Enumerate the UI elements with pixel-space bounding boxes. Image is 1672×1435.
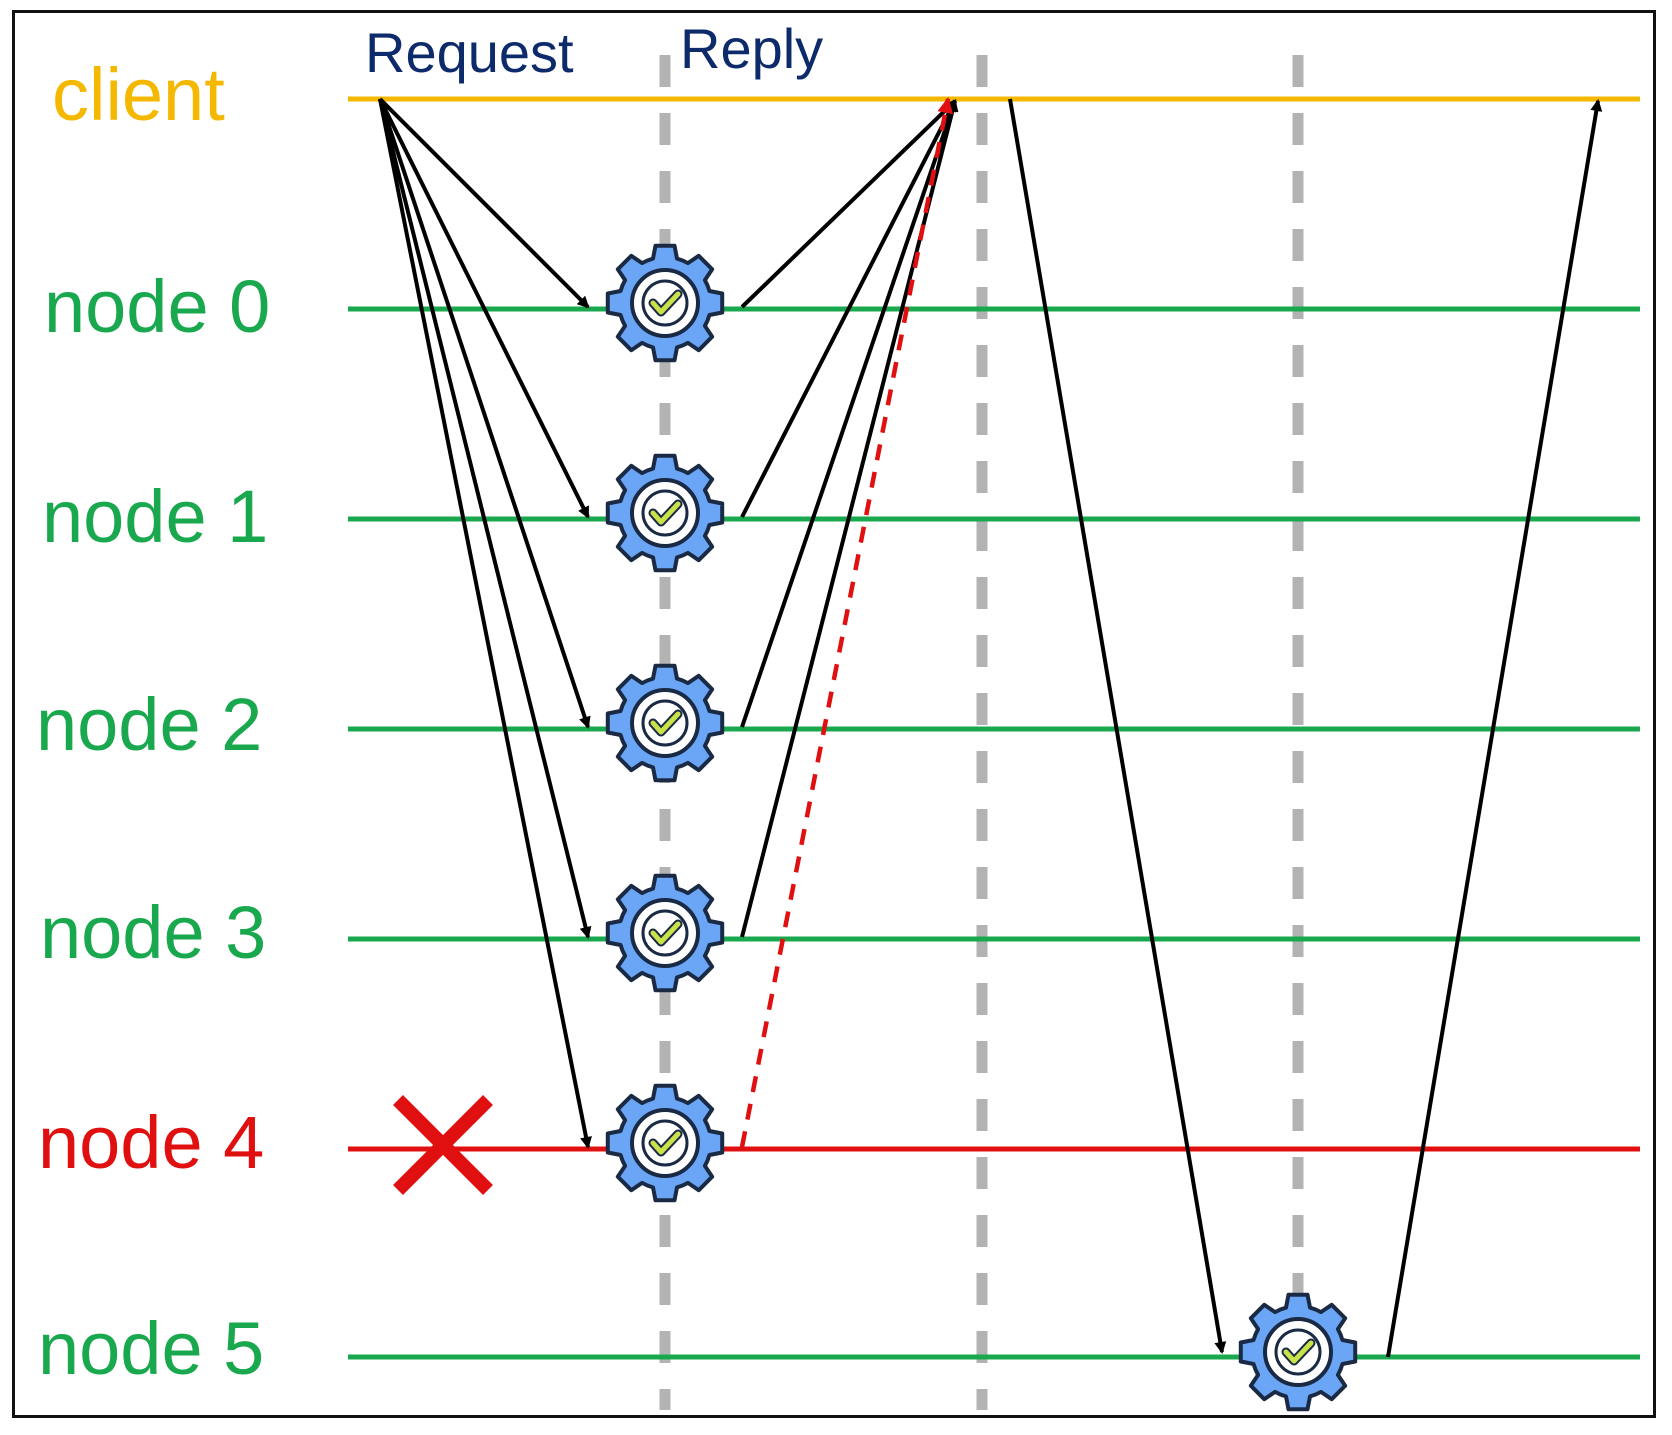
node1-label: node 1 <box>42 475 268 558</box>
message-arrows <box>378 97 1603 1358</box>
timeline-rows: client node 0 node 1 node 2 node 3 node 4 node… <box>36 53 1640 1390</box>
gear-check-icon-node2 <box>605 663 725 783</box>
retry-reply-arrow-node5 <box>1386 99 1603 1358</box>
reply-arrow-node2 <box>740 99 958 728</box>
request-arrow-node4 <box>378 98 592 1149</box>
phase-dividers <box>659 55 1304 1410</box>
client-label: client <box>52 53 225 136</box>
gear-check-icon-node4 <box>605 1083 725 1203</box>
reply-phase-label: Reply <box>680 17 823 80</box>
diagram-frame <box>12 10 1656 1418</box>
reply-arrow-node3 <box>740 99 959 938</box>
reply-arrow-node4-failed <box>739 97 954 1148</box>
node0-label: node 0 <box>44 265 270 348</box>
request-arrow-node0 <box>378 97 590 309</box>
gear-check-icon-node3 <box>605 873 725 993</box>
retry-request-arrow-node5 <box>1008 98 1227 1354</box>
node2-label: node 2 <box>36 683 262 766</box>
red-x-icon <box>393 1095 493 1195</box>
reply-arrow-node0 <box>740 99 957 309</box>
gear-check-icon-node5 <box>1238 1292 1358 1412</box>
reply-arrow-node1 <box>740 99 957 518</box>
request-arrow-node3 <box>378 98 592 939</box>
request-arrow-node1 <box>378 98 590 519</box>
gear-check-icon-node0 <box>605 243 725 363</box>
node3-label: node 3 <box>40 891 266 974</box>
request-phase-label: Request <box>365 21 574 84</box>
gear-check-icon-node1 <box>605 453 725 573</box>
processing-gears <box>605 243 1358 1412</box>
node4-label: node 4 <box>38 1101 264 1184</box>
node5-label: node 5 <box>38 1307 264 1390</box>
request-arrow-node2 <box>378 98 591 729</box>
